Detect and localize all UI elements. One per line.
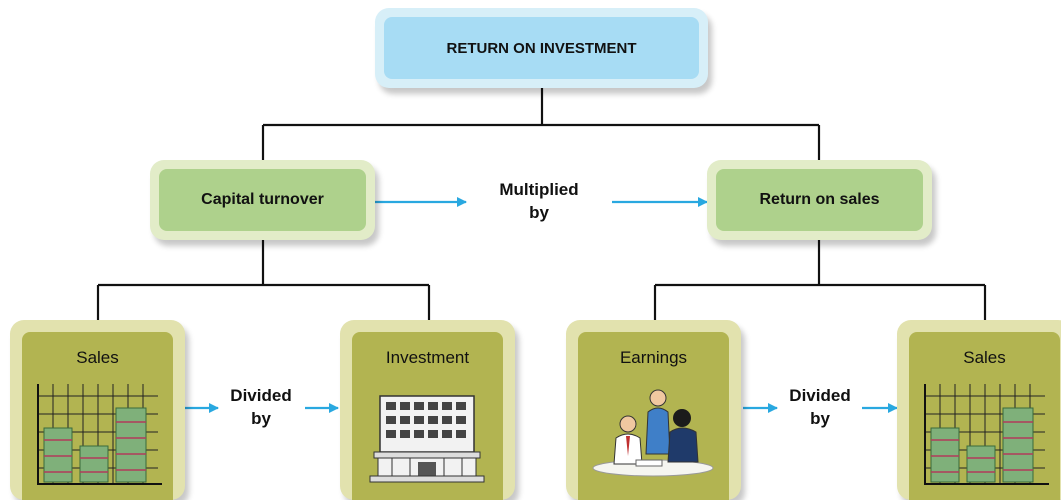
sales-right-panel: Sales bbox=[909, 332, 1060, 500]
investment-node: Investment bbox=[340, 320, 515, 500]
operator-by: by bbox=[529, 203, 549, 222]
operator-word: Divided bbox=[789, 386, 851, 405]
divided-by-operator-right: Divided by bbox=[774, 384, 866, 430]
sales-left-label: Sales bbox=[76, 348, 119, 367]
earnings-panel: Earnings bbox=[578, 332, 729, 500]
operator-arrows bbox=[185, 197, 898, 413]
sales-left-node: Sales bbox=[10, 320, 185, 500]
sales-left-panel: Sales bbox=[22, 332, 173, 500]
operator-word: Divided bbox=[230, 386, 292, 405]
operator-by: by bbox=[251, 409, 271, 428]
earnings-label: Earnings bbox=[619, 348, 688, 367]
operator-word: Multiplied bbox=[499, 180, 579, 199]
business-meeting-icon bbox=[592, 389, 714, 477]
return-on-sales-node: Return on sales bbox=[707, 160, 932, 240]
root-node-label: RETURN ON INVESTMENT bbox=[384, 17, 699, 79]
capital-turnover-node: Capital turnover bbox=[150, 160, 375, 240]
money-stacks-grid-icon bbox=[37, 384, 162, 485]
office-building-icon bbox=[369, 395, 485, 483]
operator-by: by bbox=[810, 409, 830, 428]
tree-connectors bbox=[96, 88, 987, 320]
return-on-sales-label: Return on sales bbox=[716, 169, 923, 231]
investment-label: Investment bbox=[385, 348, 470, 367]
earnings-node: Earnings bbox=[566, 320, 741, 500]
root-node: RETURN ON INVESTMENT bbox=[375, 8, 708, 88]
multiplied-by-operator: Multiplied by bbox=[472, 178, 606, 224]
capital-turnover-label: Capital turnover bbox=[159, 169, 366, 231]
sales-right-node: Sales bbox=[897, 320, 1061, 500]
sales-right-label: Sales bbox=[963, 348, 1006, 367]
money-stacks-grid-icon bbox=[924, 384, 1049, 485]
investment-panel: Investment bbox=[352, 332, 503, 500]
divided-by-operator-left: Divided by bbox=[215, 384, 307, 430]
